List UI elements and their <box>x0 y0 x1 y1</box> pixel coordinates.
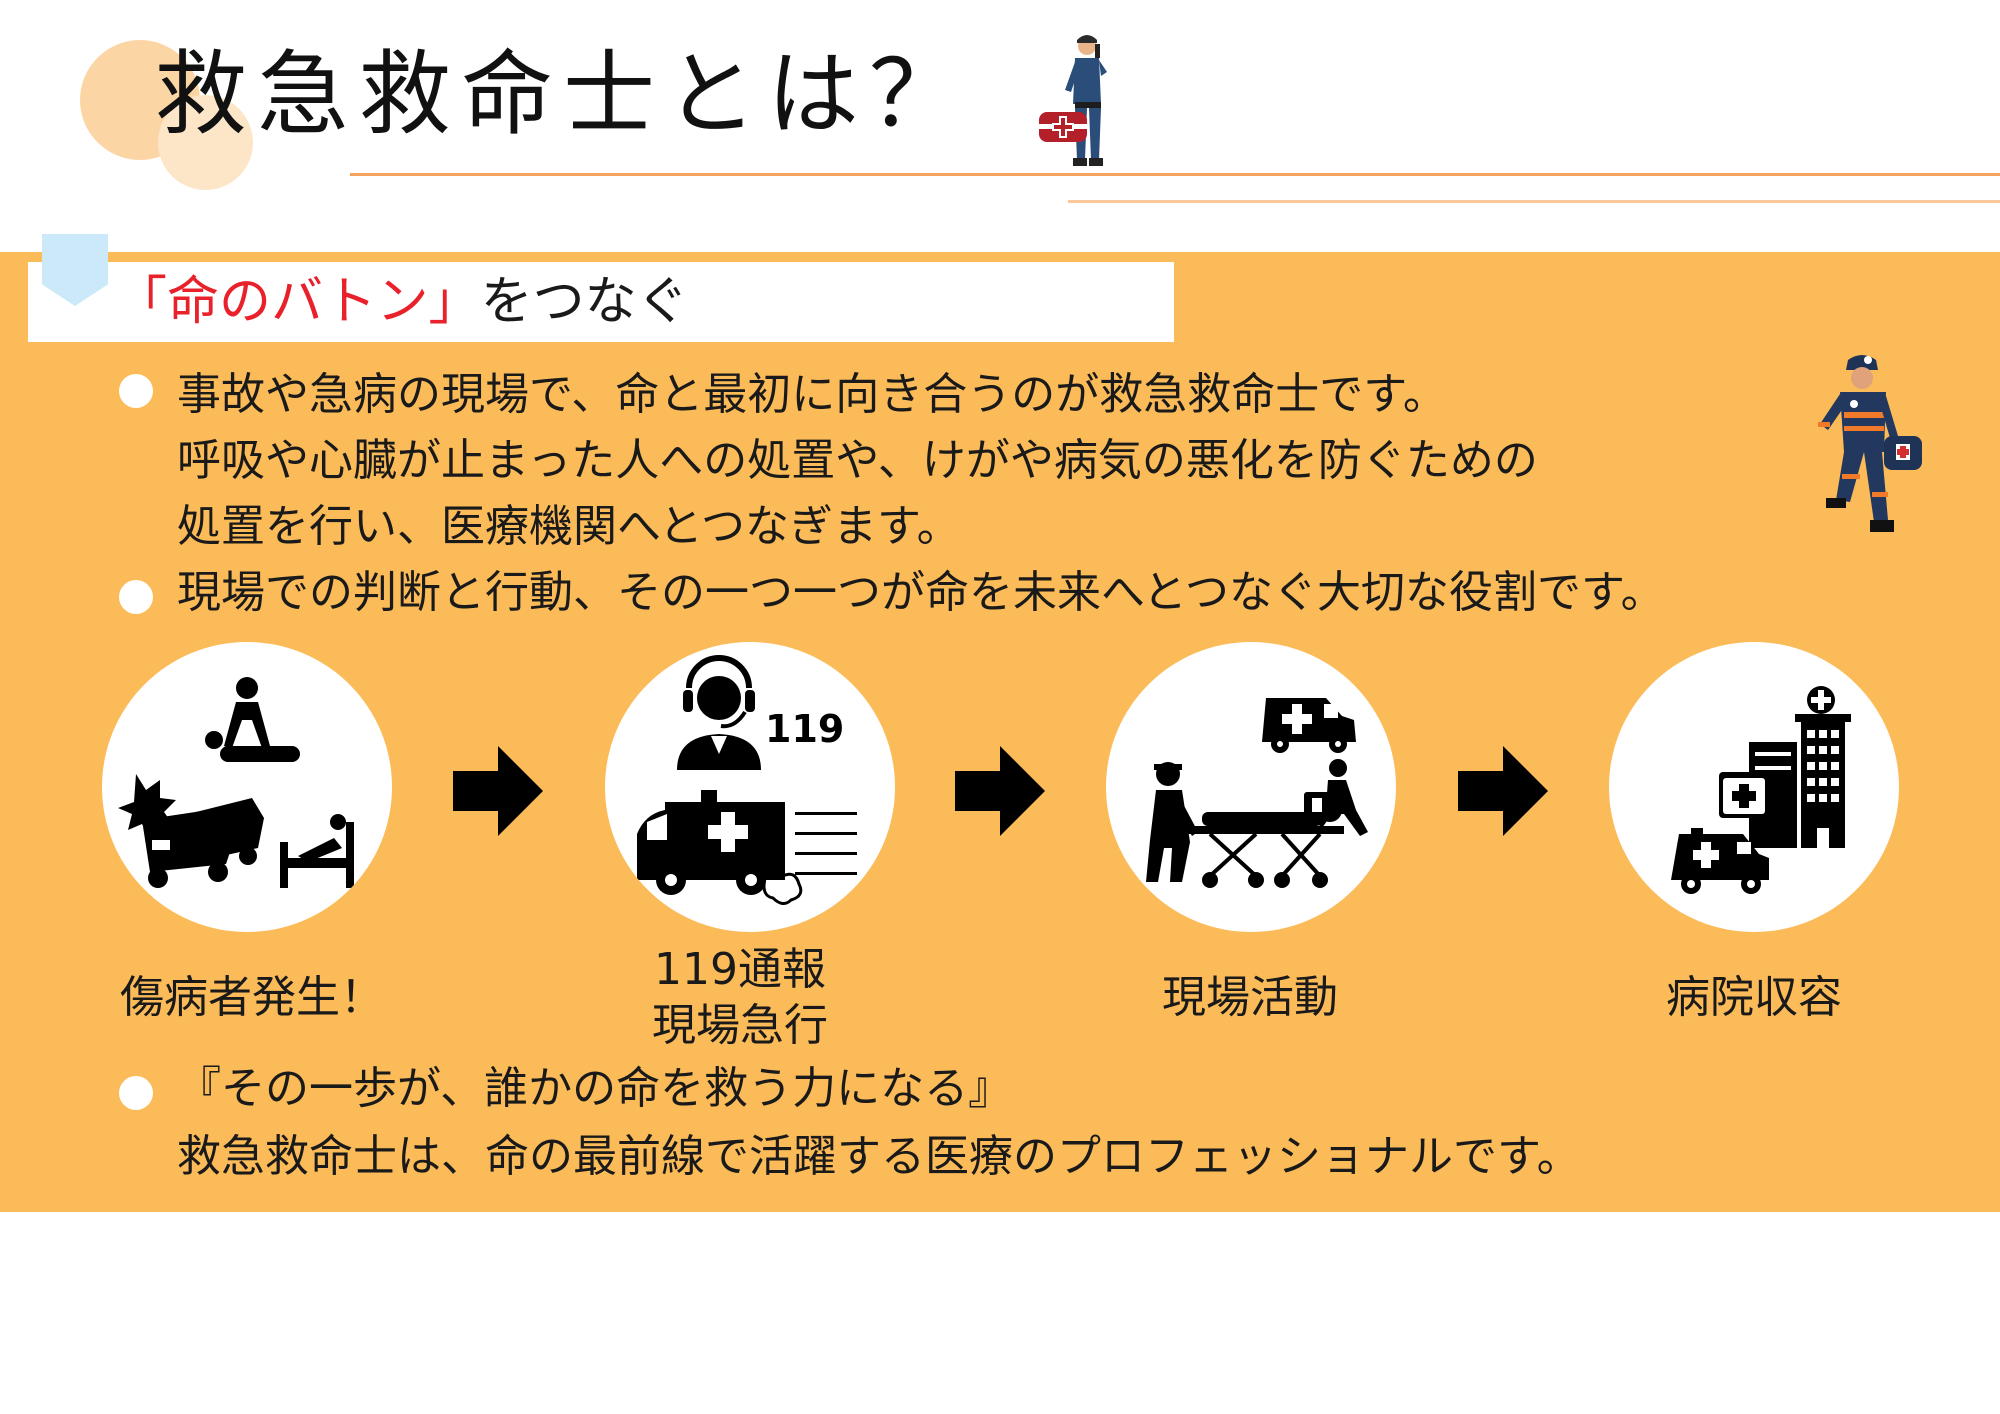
arrow-right-icon <box>955 746 1045 836</box>
paragraph-line: 処置を行い、医療機関へとつなぎます。 <box>177 501 961 552</box>
step-label-line2: 現場急行 <box>652 1000 828 1051</box>
step-label: 現場活動 <box>1162 972 1338 1023</box>
step-circle <box>1106 642 1396 932</box>
paragraph-line: 救急救命士は、命の最前線で活躍する医療のプロフェッショナルです。 <box>177 1131 1581 1182</box>
step-circle <box>1609 642 1899 932</box>
title-underline-secondary <box>1068 200 2000 203</box>
step-circle: 119 <box>605 642 895 932</box>
subtitle-bar <box>28 262 1174 342</box>
paramedic-with-bag-illustration <box>1039 35 1107 166</box>
section-subtitle: 「命のバトン」をつなぐ <box>115 268 689 336</box>
bullet-icon <box>119 580 153 614</box>
arrow-right-icon <box>1458 746 1548 836</box>
subtitle-highlight: 「命のバトン」 <box>115 272 481 332</box>
field-activity-icon <box>1146 698 1368 888</box>
hospital-icon <box>1671 686 1851 894</box>
title-underline <box>350 173 2000 176</box>
bullet-icon <box>119 1076 153 1110</box>
bullet-icon <box>119 374 153 408</box>
paragraph-line: 事故や急病の現場で、命と最初に向き合うのが救急救命士です。 <box>177 369 1447 420</box>
subtitle-rest: をつなぐ <box>480 272 689 332</box>
decorative-circle-small <box>158 95 253 190</box>
step-label: 119通報 <box>654 944 826 995</box>
paragraph-line: 現場での判断と行動、その一つ一つが命を未来へとつなぐ大切な役割です。 <box>177 567 1665 618</box>
paragraph-line: 『その一歩が、誰かの命を救う力になる』 <box>177 1063 1013 1114</box>
step-label: 病院収容 <box>1666 972 1842 1023</box>
emergency-call-icon: 119 <box>637 655 857 905</box>
page-title: 救急救命士とは？ <box>155 41 972 148</box>
call-number: 119 <box>765 707 844 751</box>
accident-icon <box>118 677 354 888</box>
step-label: 傷病者発生！ <box>120 972 384 1023</box>
paragraph-line: 呼吸や心臓が止まった人への処置や、けがや病気の悪化を防ぐための <box>177 435 1538 486</box>
arrow-right-icon <box>453 746 543 836</box>
paramedic-running-illustration <box>1818 355 1922 532</box>
step-circle <box>102 642 392 932</box>
